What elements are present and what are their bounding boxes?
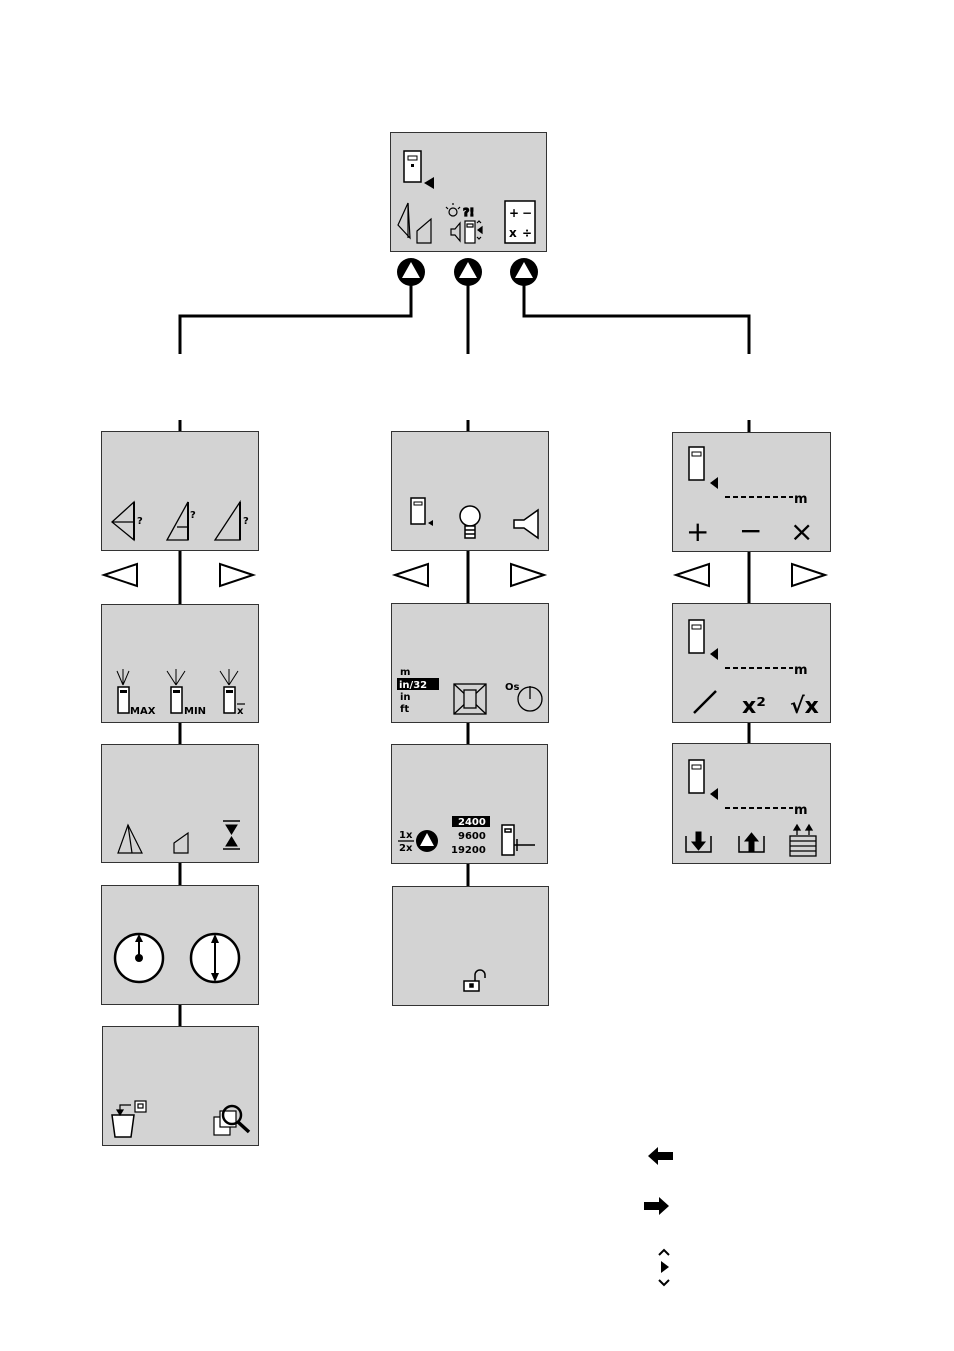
arrow-right-icon <box>644 1197 669 1215</box>
navigate-up-down-icon <box>659 1250 669 1285</box>
arrow-left-icon <box>648 1147 673 1165</box>
